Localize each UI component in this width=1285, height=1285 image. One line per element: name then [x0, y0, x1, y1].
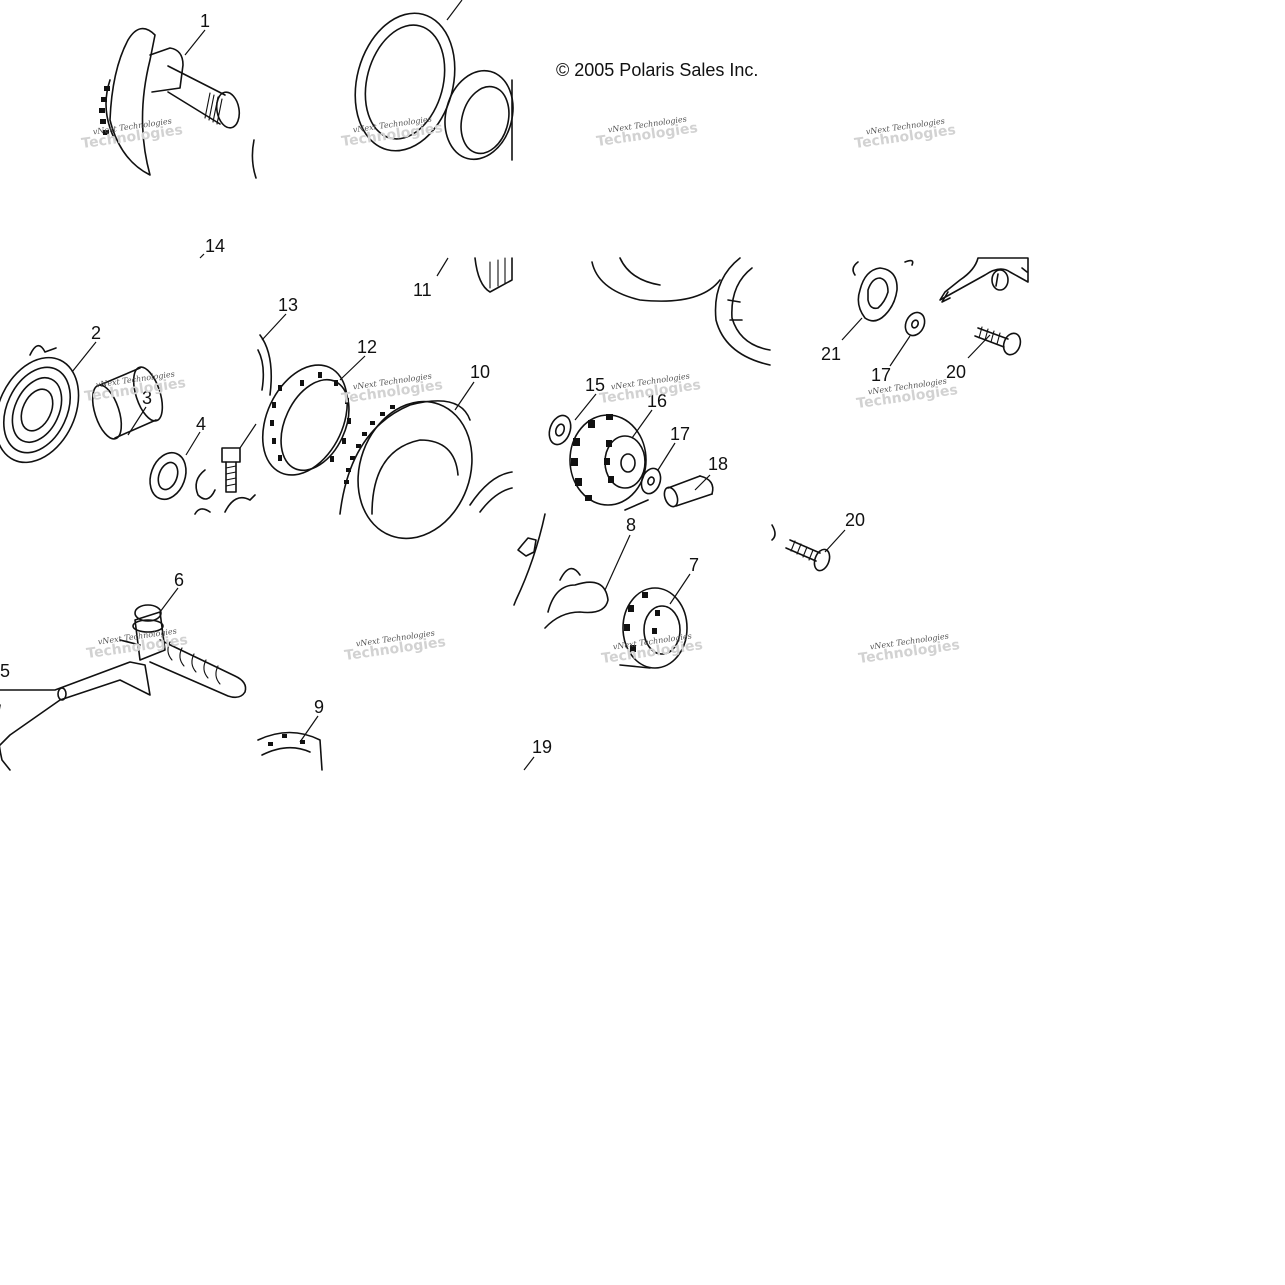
callout-7: 7 — [689, 555, 699, 575]
callout-20a: 20 — [946, 362, 966, 382]
part-one-way-bearing — [261, 364, 351, 476]
part-washer-17 — [640, 467, 662, 495]
part-lever-plate — [939, 257, 1029, 303]
watermark-4: Technologies vNext Technologies — [853, 116, 956, 152]
callout-numbers: 1 2 3 4 5 6 7 8 9 10 11 12 13 14 15 16 1… — [0, 11, 966, 757]
part-kick-lever — [0, 604, 247, 771]
callout-17a: 17 — [670, 424, 690, 444]
watermark-10: Technologies vNext Technologies — [343, 628, 446, 664]
callout-9: 9 — [314, 697, 324, 717]
part-collar — [91, 366, 164, 440]
part-plate-spring-8 — [513, 513, 609, 629]
part-drive-plate-9 — [257, 731, 323, 771]
watermarks: Technologies vNext Technologies Technolo… — [80, 114, 960, 667]
copyright-text: © 2005 Polaris Sales Inc. — [556, 60, 758, 80]
part-gasket — [852, 259, 914, 322]
part-circlip — [195, 469, 216, 500]
watermark-1: Technologies vNext Technologies — [80, 116, 183, 152]
part-washer-15 — [548, 414, 572, 446]
callout-6: 6 — [174, 570, 184, 590]
leader-lines — [71, 29, 991, 771]
callout-10: 10 — [470, 362, 490, 382]
part-kick-drive-gear — [619, 587, 688, 669]
part-starter-driven-gear — [339, 400, 513, 540]
part-washer-17b — [904, 311, 926, 337]
part-screw-20b — [771, 524, 831, 572]
part-shaft-end-11 — [474, 257, 513, 293]
part-clutch-drum — [591, 257, 771, 366]
watermark-11: Technologies vNext Technologies — [600, 631, 703, 667]
callout-8: 8 — [626, 515, 636, 535]
callout-4: 4 — [196, 414, 206, 434]
callout-19: 19 — [532, 737, 552, 757]
part-kick-spring — [0, 344, 80, 464]
part-seal-rings — [354, 0, 514, 161]
callout-2: 2 — [91, 323, 101, 343]
callout-18: 18 — [708, 454, 728, 474]
callout-5: 5 — [0, 661, 10, 681]
callout-12: 12 — [357, 337, 377, 357]
watermark-2: Technologies vNext Technologies — [340, 114, 443, 150]
part-washer — [149, 451, 187, 501]
callout-17b: 17 — [871, 365, 891, 385]
callout-20b: 20 — [845, 510, 865, 530]
callout-14: 14 — [205, 236, 225, 256]
callout-13: 13 — [278, 295, 298, 315]
part-idle-gear — [569, 414, 647, 506]
callout-11: 11 — [413, 280, 432, 300]
part-bolt — [194, 447, 256, 515]
callout-21: 21 — [821, 344, 841, 364]
part-idle-shaft — [624, 475, 714, 511]
part-kick-shaft-gear — [99, 27, 257, 179]
part-ring-13 — [257, 334, 273, 396]
watermark-3: Technologies vNext Technologies — [595, 114, 698, 150]
callout-3: 3 — [142, 388, 152, 408]
callout-16: 16 — [647, 391, 667, 411]
watermark-12: Technologies vNext Technologies — [857, 631, 960, 667]
callout-15: 15 — [585, 375, 605, 395]
part-screw-20a — [974, 326, 1022, 356]
callout-1: 1 — [200, 11, 210, 31]
